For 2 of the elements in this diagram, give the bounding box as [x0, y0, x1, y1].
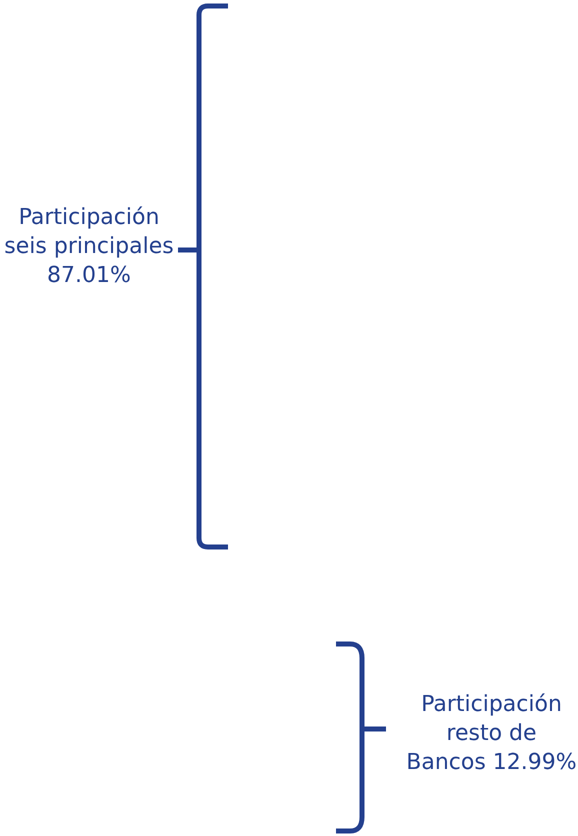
share-label: Participación seis principales 87.01%	[3, 204, 175, 290]
share-label: Participación resto de Bancos 12.99%	[405, 691, 578, 777]
